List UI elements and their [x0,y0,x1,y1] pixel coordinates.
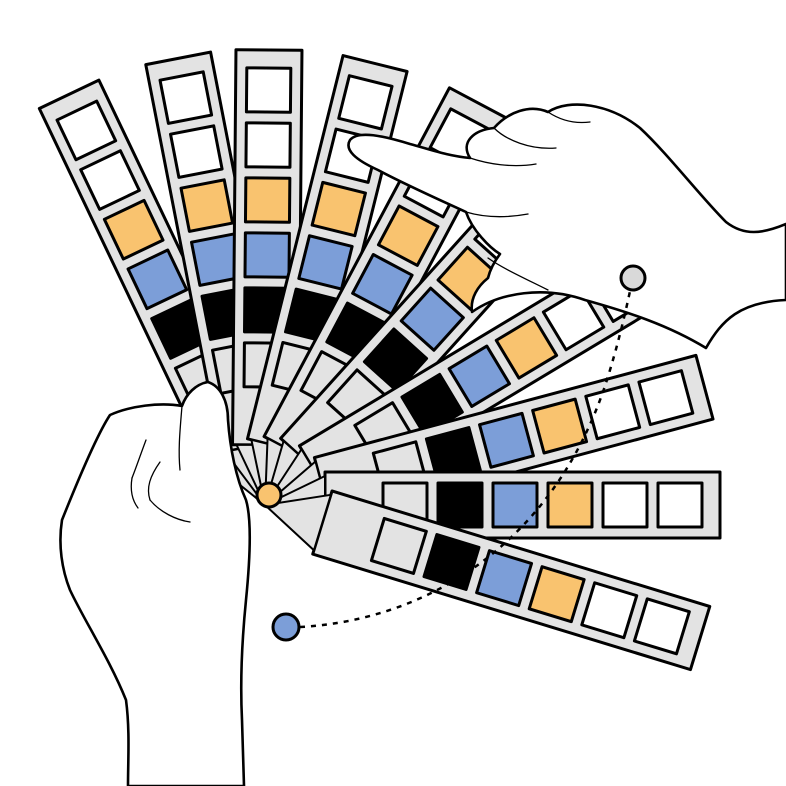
color-swatch-blue[interactable] [478,411,535,469]
color-swatch-blue[interactable] [243,231,291,279]
color-swatch-orange[interactable] [546,481,594,529]
color-swatch-white[interactable] [584,383,642,441]
pivot-marker-icon [255,481,283,509]
color-swatch-white[interactable] [541,287,606,352]
color-swatch-blue[interactable] [126,248,189,311]
hand-holding-fan-icon [59,380,252,786]
color-swatch-blue[interactable] [399,286,465,352]
color-swatch-white[interactable] [169,124,224,179]
fan-strip-neck [264,493,332,552]
color-swatch-white[interactable] [158,70,214,125]
drag-end-marker-icon [619,264,647,292]
color-swatch-white[interactable] [601,481,649,529]
color-swatch-white[interactable] [632,597,691,656]
color-swatch-blue[interactable] [475,549,534,608]
color-swatch-orange[interactable] [243,176,292,224]
drag-path [299,281,634,629]
color-swatch-orange[interactable] [531,397,589,455]
color-swatch-white[interactable] [656,481,704,529]
fan-strip[interactable] [255,473,712,672]
color-swatch-blue[interactable] [297,234,354,291]
color-swatch-black[interactable] [422,533,481,591]
color-swatch-orange[interactable] [179,178,235,233]
color-swatch-black[interactable] [362,327,429,393]
color-swatch-blue[interactable] [351,253,414,316]
color-swatch-white[interactable] [337,74,394,131]
color-swatch-white[interactable] [55,99,118,162]
color-swatch-orange[interactable] [102,198,165,261]
color-swatch-white[interactable] [580,581,639,640]
color-swatch-white[interactable] [637,369,695,427]
color-swatch-orange[interactable] [527,565,586,624]
color-swatch-orange[interactable] [310,180,367,238]
color-swatch-blue[interactable] [491,481,539,529]
hand-spreading-fan-icon [347,103,786,350]
color-swatch-white[interactable] [244,121,292,169]
color-swatch-black[interactable] [436,481,484,529]
color-swatch-orange[interactable] [376,204,440,267]
color-swatch-light-gray[interactable] [369,516,428,575]
color-swatch-blue[interactable] [447,344,511,408]
drag-start-marker-icon [271,612,301,642]
color-swatch-white[interactable] [79,149,141,211]
color-swatch-orange[interactable] [494,316,559,380]
color-swatch-white[interactable] [244,66,293,114]
